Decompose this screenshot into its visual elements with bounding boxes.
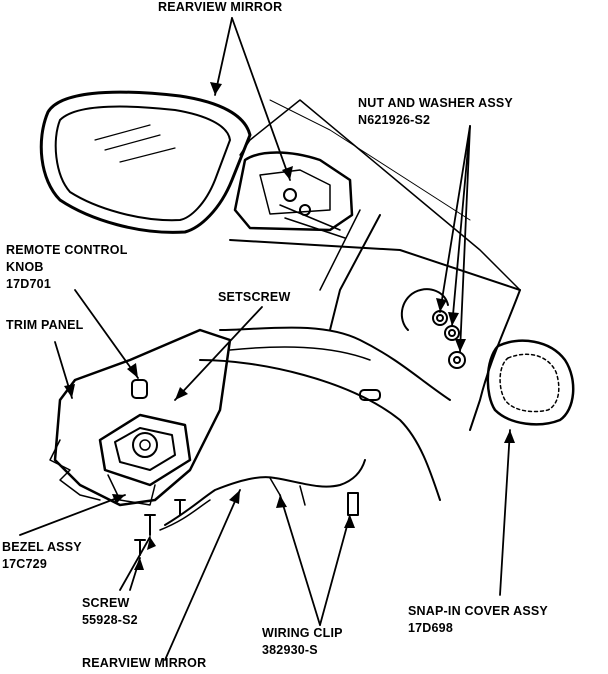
label-setscrew: SETSCREW [218,290,291,304]
arrowheads [64,82,515,570]
label-nut-washer-line2: N621926-S2 [358,113,431,127]
label-snapin-line2: 17D698 [408,621,453,635]
label-rearview-mirror-bottom: REARVIEW MIRROR [82,656,207,670]
label-wiring-clip-line2: 382930-S [262,643,318,657]
label-screw-line1: SCREW [82,596,130,610]
label-remote-knob-line2: KNOB [6,260,44,274]
wiring-harness [159,459,366,531]
label-snapin-line1: SNAP-IN COVER ASSY [408,604,548,618]
label-remote-knob-line1: REMOTE CONTROL [6,243,128,257]
leader-lines [19,17,511,661]
mirror-head [39,90,252,234]
label-screw-line2: 55928-S2 [82,613,138,627]
label-trim-panel: TRIM PANEL [6,318,84,332]
bezel-assembly [98,413,192,506]
label-bezel-line2: 17C729 [2,557,47,571]
mirror-base [233,151,354,239]
remote-knob-part [131,379,148,399]
label-remote-knob-line3: 17D701 [6,277,51,291]
label-wiring-clip-line1: WIRING CLIP [262,626,343,640]
screws [134,499,186,556]
label-rearview-mirror-top: REARVIEW MIRROR [158,0,283,14]
label-nut-washer-line1: NUT AND WASHER ASSY [358,96,513,110]
trim-panel [49,328,232,507]
snap-in-cover [486,339,575,426]
label-bezel-line1: BEZEL ASSY [2,540,82,554]
